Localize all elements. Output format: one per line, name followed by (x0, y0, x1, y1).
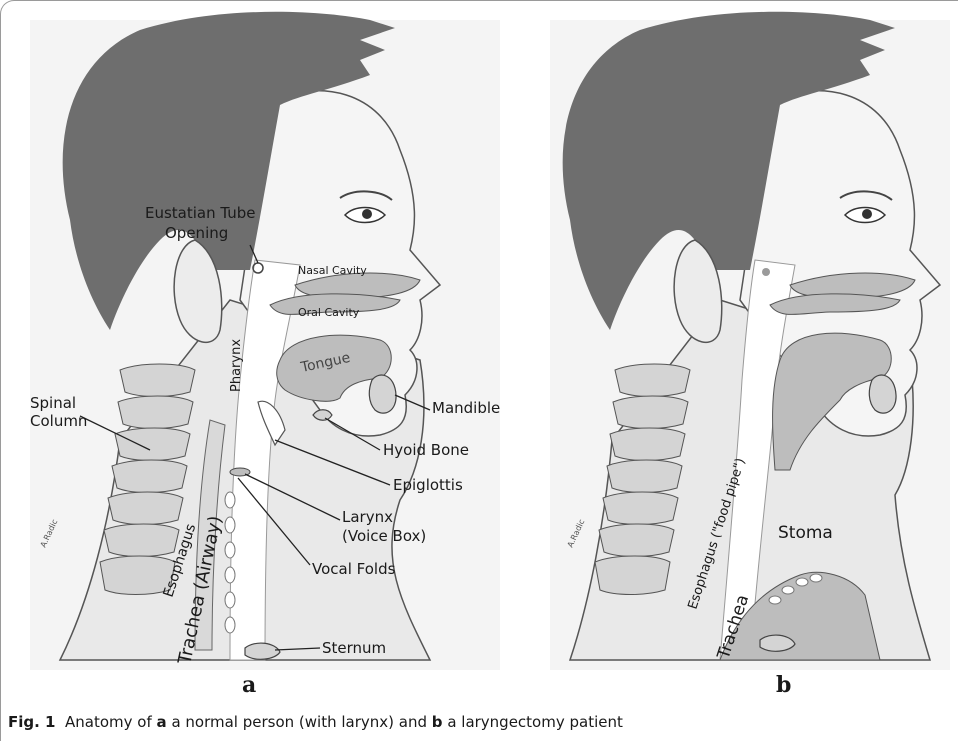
label-pharynx: Pharynx (229, 339, 244, 392)
pupil-b (862, 209, 872, 219)
panel-letter-b: b (776, 672, 791, 698)
caption-a: a (157, 713, 167, 731)
panel-b-laryngectomy-anatomy: Esophagus ("food pipe") Stoma Trachea A.… (520, 0, 960, 670)
label-column: Column (30, 412, 87, 430)
caption-part2: a normal person (with larynx) and (171, 713, 427, 731)
caption-part1: Anatomy of (65, 713, 152, 731)
label-epiglottis: Epiglottis (393, 476, 463, 494)
hyoid-bone-shape (313, 410, 332, 421)
mandible-b (869, 375, 896, 413)
label-vocal-folds: Vocal Folds (312, 560, 396, 578)
panel-a-normal-anatomy: Eustatian Tube Opening Nasal Cavity Oral… (0, 0, 520, 670)
eustatian-marker-b (762, 268, 770, 276)
figure-caption: Fig. 1 Anatomy of a a normal person (wit… (8, 713, 623, 731)
label-nasal-cavity: Nasal Cavity (298, 264, 367, 277)
mandible-bone (369, 375, 396, 413)
caption-part3: a laryngectomy patient (447, 713, 623, 731)
pupil (362, 209, 372, 219)
label-larynx: Larynx (342, 508, 393, 526)
label-stoma: Stoma (778, 523, 833, 543)
label-mandible: Mandible (432, 399, 500, 417)
caption-fig-label: Fig. 1 (8, 713, 55, 731)
label-spinal: Spinal (30, 394, 76, 412)
label-opening: Opening (165, 224, 228, 242)
label-sternum: Sternum (322, 639, 386, 657)
panel-letter-a: a (242, 672, 256, 698)
label-oral-cavity: Oral Cavity (298, 306, 360, 319)
label-hyoid-bone: Hyoid Bone (383, 441, 469, 459)
label-eustatian-tube: Eustatian Tube (145, 204, 256, 222)
label-voice-box: (Voice Box) (342, 527, 426, 545)
caption-b: b (432, 713, 443, 731)
